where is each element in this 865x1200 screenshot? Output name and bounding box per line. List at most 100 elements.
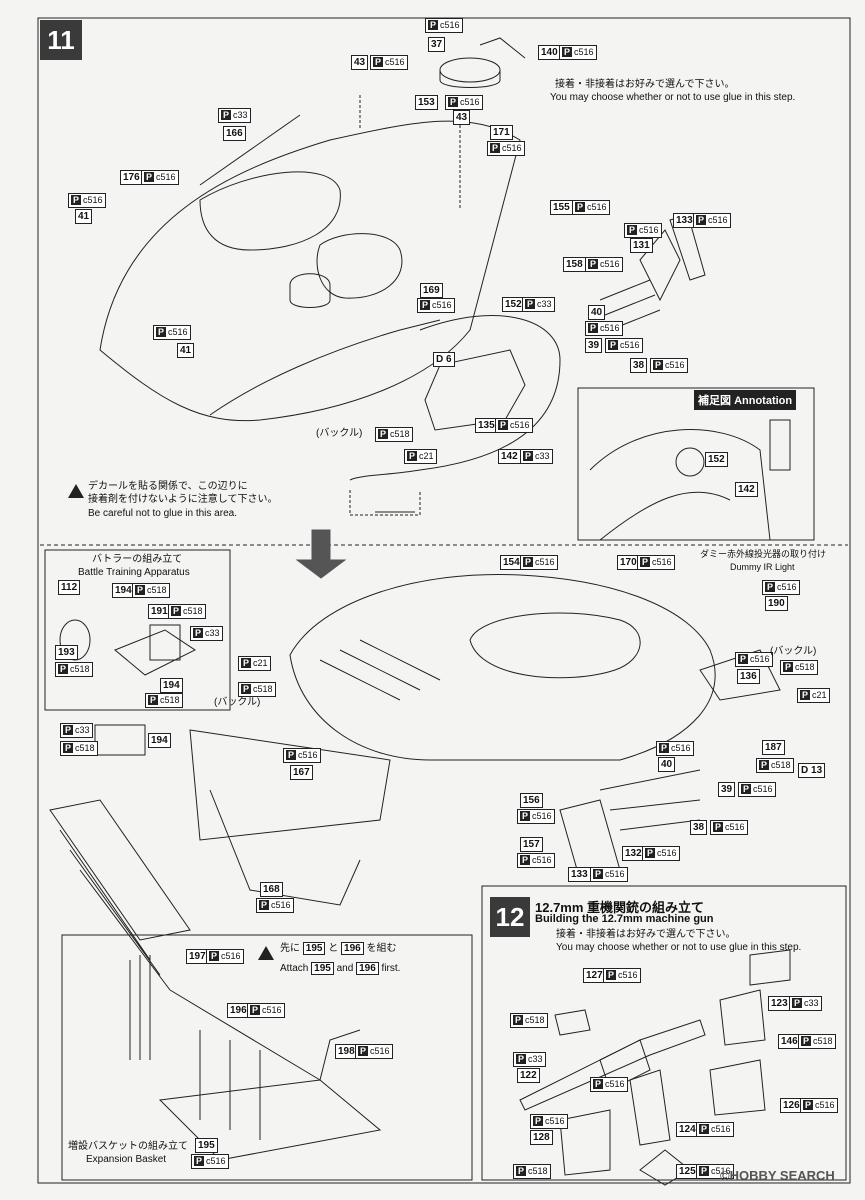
part-number: 193: [55, 645, 78, 660]
part-number: 37: [428, 37, 446, 52]
warning-icon: [258, 946, 274, 960]
part-number: 158: [563, 257, 586, 272]
part-number: 122: [517, 1068, 540, 1083]
battle-title-jp: バトラーの組み立て: [92, 554, 183, 565]
basket-title-en: Expansion Basket: [86, 1154, 167, 1165]
part-number: 176: [120, 170, 143, 185]
part-number: 142: [498, 449, 521, 464]
decal-warning-en: Be careful not to glue in this area.: [88, 508, 237, 519]
part-number: 124: [676, 1122, 699, 1137]
part-number: 43: [351, 55, 369, 70]
part-number: 39: [585, 338, 603, 353]
dummy-ir-jp: ダミー赤外線投光器の取り付け: [700, 549, 827, 559]
part-number: 156: [520, 793, 543, 808]
basket-attach-en: Attach 195 and 196 first.: [280, 962, 401, 975]
glue-note-en: You may choose whether or not to use glu…: [550, 92, 796, 103]
decal-d-marker: D 13: [798, 763, 826, 778]
basket-title-jp: 増設バスケットの組み立て: [68, 1141, 188, 1152]
part-number: 131: [630, 238, 653, 253]
part-number: 43: [453, 110, 471, 125]
part-number: 168: [260, 882, 283, 897]
part-number: 194: [160, 678, 183, 693]
annotation-header: 補足図 Annotation: [694, 390, 797, 410]
decal-warning-jp-1: デカールを貼る関係で、この辺りに: [88, 481, 248, 492]
part-number: 133: [568, 867, 591, 882]
part-number: 142: [735, 482, 758, 497]
part-number: 112: [58, 580, 81, 595]
part-number: 123: [768, 996, 791, 1011]
part-number: 152: [705, 452, 728, 467]
part-number: 194: [148, 733, 171, 748]
part-number: 153: [415, 95, 438, 110]
step-12-number: 12: [490, 897, 530, 937]
part-number: 38: [690, 820, 708, 835]
decal-warning-jp-2: 接着剤を付けないように注意して下さい。: [88, 494, 278, 505]
part-number: 198: [335, 1044, 358, 1059]
part-number: 195: [195, 1138, 218, 1153]
buckle-label: (バックル): [770, 646, 817, 657]
glue-note-en: You may choose whether or not to use glu…: [556, 942, 802, 953]
part-number: 128: [530, 1130, 553, 1145]
glue-note-jp: 接着・非接着はお好みで選んで下さい。: [555, 79, 735, 90]
warning-icon: [68, 484, 84, 498]
part-number: 166: [223, 126, 246, 141]
basket-attach-jp: 先に 195 と 196 を組む: [280, 942, 397, 955]
buckle-label: (バックル): [214, 697, 261, 708]
part-number: 38: [630, 358, 648, 373]
part-number: 169: [420, 283, 443, 298]
part-number: 171: [490, 125, 513, 140]
part-number: 41: [177, 343, 195, 358]
part-number: 41: [75, 209, 93, 224]
part-number: 140: [538, 45, 561, 60]
part-number: 187: [762, 740, 785, 755]
part-number: 40: [588, 305, 606, 320]
